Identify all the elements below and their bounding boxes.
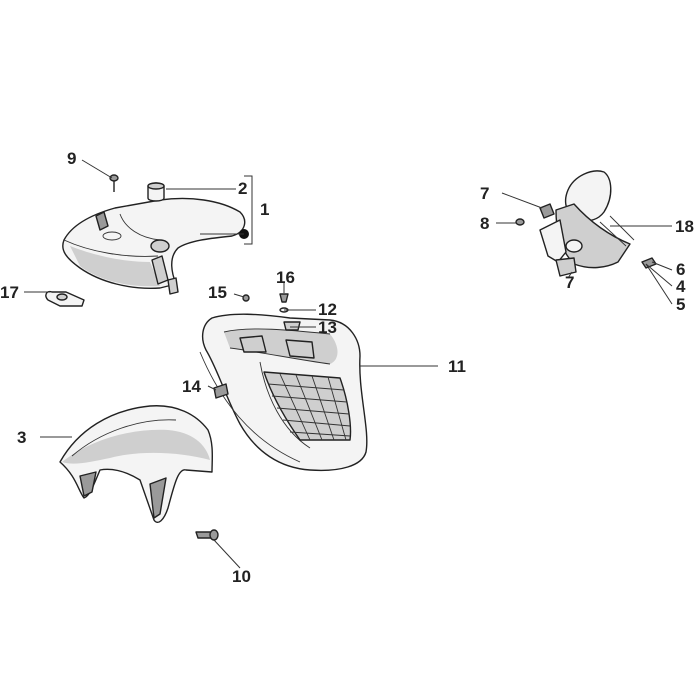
callout-8: 8	[480, 214, 489, 233]
callout-10: 10	[232, 567, 251, 586]
leg-shield-part-11	[199, 313, 368, 472]
grille-detail	[263, 371, 352, 441]
screw-part-16	[279, 293, 289, 303]
screw-part-10	[195, 529, 219, 541]
callout-16: 16	[276, 268, 295, 287]
callout-labels: 9 2 1 17 7 8 7 18 6 4 5 15 16 12 13 11 1…	[0, 149, 694, 586]
callout-17: 17	[0, 283, 19, 302]
nut-part-8	[515, 218, 525, 226]
callout-12: 12	[318, 300, 337, 319]
callout-15: 15	[208, 283, 227, 302]
callout-5: 5	[676, 295, 685, 314]
headlight-bracket-part	[539, 170, 635, 277]
callout-3: 3	[17, 428, 26, 447]
leader-lines	[24, 159, 673, 569]
callout-14: 14	[182, 377, 201, 396]
callout-7-top: 7	[480, 184, 489, 203]
screw-part-9	[109, 174, 119, 192]
callout-1: 1	[260, 200, 269, 219]
clip-part-17	[45, 290, 85, 307]
callout-11: 11	[448, 357, 466, 376]
callout-6: 6	[676, 260, 685, 279]
bushing-part-2	[147, 182, 165, 202]
callout-18: 18	[675, 217, 694, 236]
callout-2: 2	[238, 179, 247, 198]
callout-7-bottom: 7	[565, 273, 574, 292]
callout-13: 13	[318, 318, 337, 337]
callout-9: 9	[67, 149, 76, 168]
front-mudguard-part-3	[59, 405, 214, 524]
clip-part-13	[283, 321, 301, 331]
screw-part-15	[242, 294, 250, 302]
inner-shield-part	[62, 197, 246, 295]
callout-4: 4	[676, 277, 686, 296]
